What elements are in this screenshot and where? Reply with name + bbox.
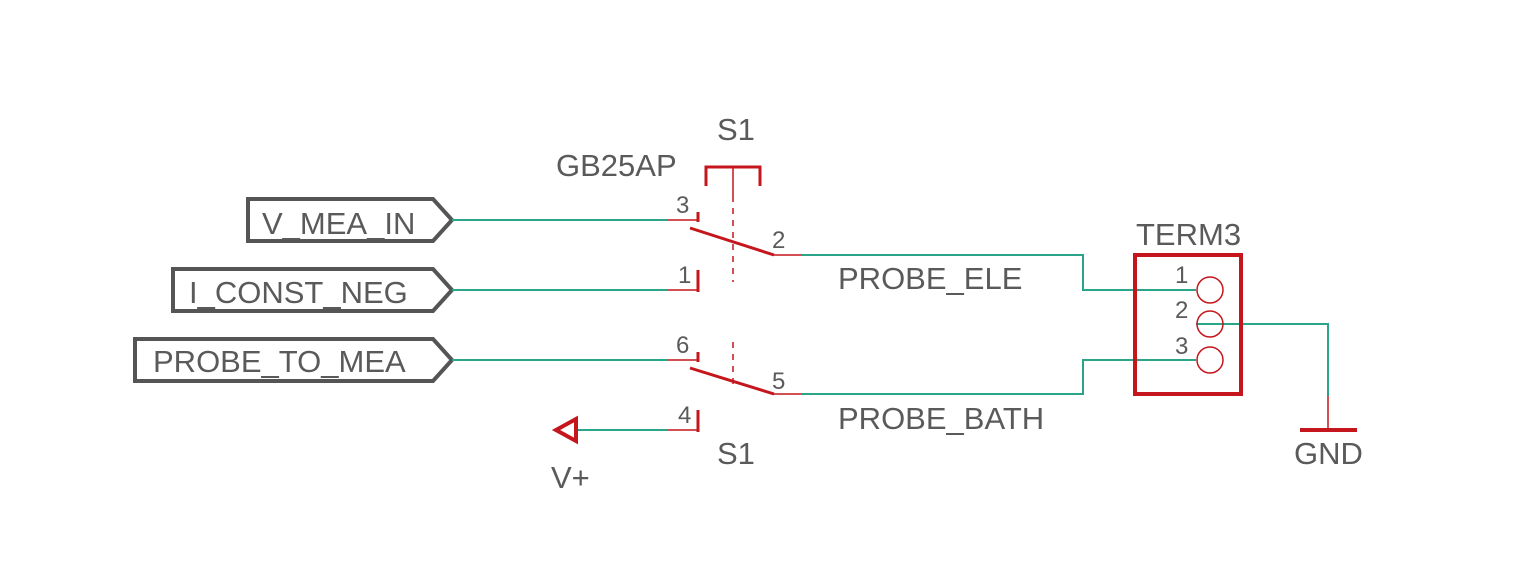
net-label-probe-ele: PROBE_ELE: [838, 261, 1022, 296]
pin-number-2: 2: [772, 227, 785, 254]
terminal-pin-number-2: 2: [1175, 297, 1188, 324]
pin-number-4: 4: [678, 402, 691, 429]
port-i-const-neg-frame: [171, 267, 455, 313]
port-v-mea-in: V_MEA_IN: [246, 197, 455, 243]
net-label-probe-bath: PROBE_BATH: [838, 401, 1044, 436]
power-vplus: V+: [551, 415, 590, 495]
switch-s1: S1 GB25AP S1 3 1 6 4 2 5: [556, 112, 802, 471]
terminal-pin-3-icon: [1196, 346, 1224, 374]
port-probe-to-mea: PROBE_TO_MEA: [133, 337, 455, 383]
pin-number-3: 3: [676, 192, 689, 219]
wire-probe-ele: [802, 254, 1196, 291]
power-gnd: GND: [1294, 396, 1363, 471]
terminal-pin-1-icon: [1196, 276, 1224, 304]
port-i-const-neg: I_CONST_NEG: [171, 267, 455, 313]
pin-number-1: 1: [678, 262, 691, 289]
lever-upper: [689, 226, 775, 257]
vplus-arrow-icon: [551, 415, 578, 445]
wires: [452, 219, 1329, 431]
switch-value: GB25AP: [556, 148, 677, 183]
port-i-const-neg-label: I_CONST_NEG: [189, 275, 408, 310]
port-v-mea-in-frame: [246, 197, 455, 243]
terminal-term3: TERM3 1 2 3: [1133, 217, 1243, 396]
pin-number-5: 5: [772, 368, 785, 395]
port-v-mea-in-label: V_MEA_IN: [262, 206, 415, 241]
lever-lower: [689, 366, 775, 396]
switch-name-bottom: S1: [717, 436, 755, 471]
wire-probe-bath: [802, 359, 1196, 395]
terminal-name: TERM3: [1136, 217, 1241, 252]
terminal-pin-number-3: 3: [1175, 333, 1188, 360]
port-probe-to-mea-label: PROBE_TO_MEA: [153, 344, 406, 379]
pin-number-6: 6: [676, 332, 689, 359]
terminal-body: [1133, 253, 1243, 396]
vplus-label: V+: [551, 460, 590, 495]
port-probe-to-mea-frame: [133, 337, 455, 383]
terminal-pin-number-1: 1: [1175, 262, 1188, 289]
switch-name-top: S1: [717, 112, 755, 147]
gnd-label: GND: [1294, 436, 1363, 471]
terminal-pin-2-icon: [1196, 310, 1224, 338]
